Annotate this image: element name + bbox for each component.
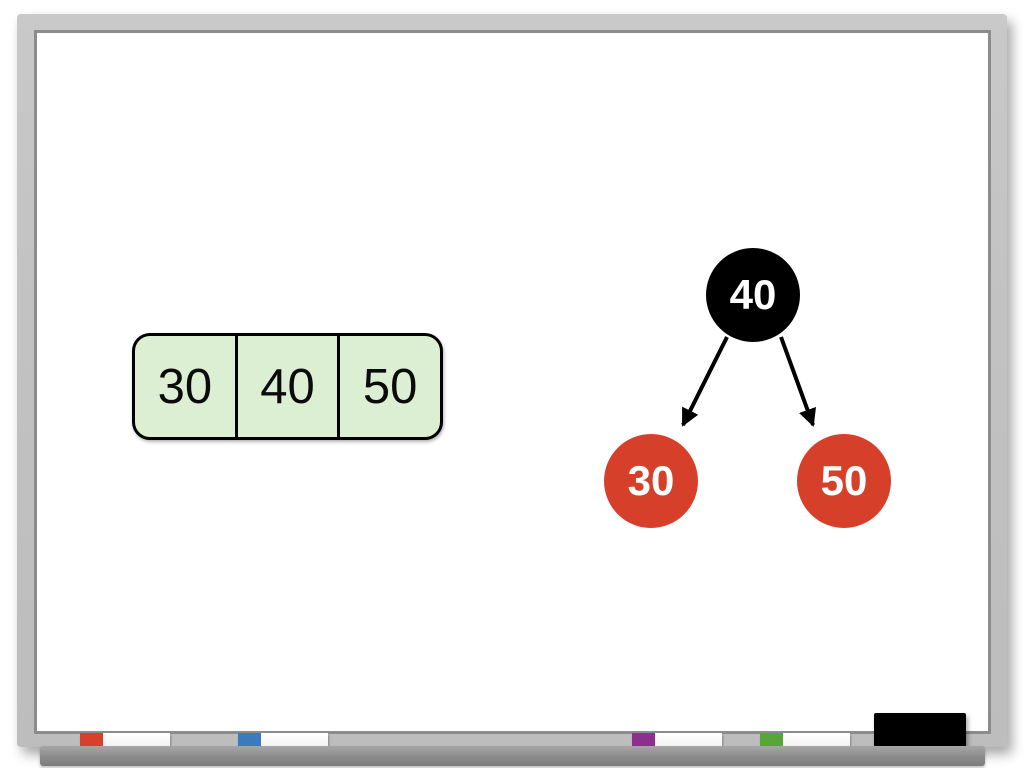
green-marker: [760, 733, 850, 747]
tree-root-label: 40: [729, 271, 777, 318]
red-marker: [80, 733, 170, 747]
blue-marker-body: [261, 733, 328, 747]
blue-marker-cap: [238, 733, 261, 747]
blue-marker: [238, 733, 328, 747]
red-marker-body: [103, 733, 170, 747]
purple-marker-body: [655, 733, 722, 747]
array-cell-0: 30: [157, 359, 213, 414]
tree-left-child-node: 30: [604, 434, 698, 528]
green-marker-cap: [760, 733, 783, 747]
red-marker-cap: [80, 733, 103, 747]
array-box: 30 40 50: [132, 333, 443, 440]
tree-root-node: 40: [706, 248, 800, 342]
purple-marker-cap: [632, 733, 655, 747]
whiteboard-eraser: [874, 713, 966, 747]
marker-tray: [40, 746, 985, 766]
array-cell-1: 40: [234, 336, 338, 437]
tree-left-child-label: 30: [627, 457, 675, 504]
tree-right-child-node: 50: [797, 434, 891, 528]
tree-right-child-label: 50: [820, 457, 868, 504]
whiteboard-frame: [17, 14, 1007, 747]
array-cell-2: 50: [337, 336, 440, 437]
purple-marker: [632, 733, 722, 747]
green-marker-body: [783, 733, 850, 747]
